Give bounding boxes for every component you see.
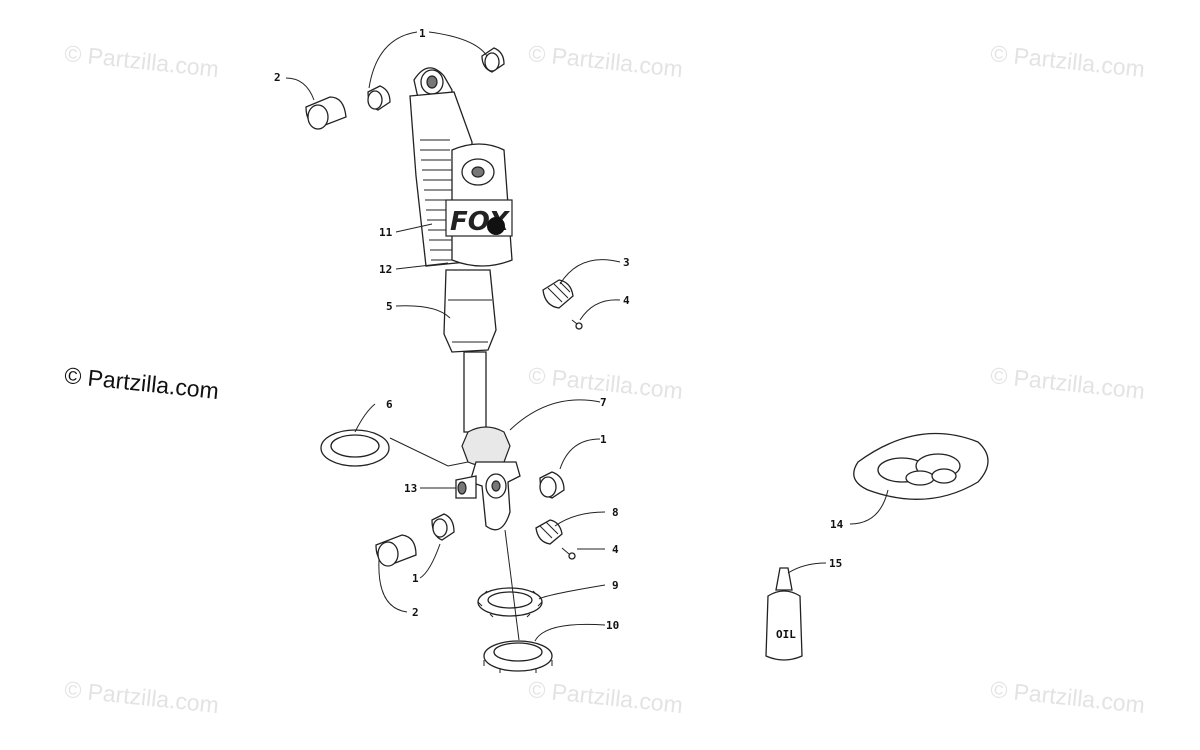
- callout-1: 1: [412, 572, 419, 585]
- adjuster-knob-upper: [542, 279, 574, 309]
- spacer-top-right: [481, 47, 505, 73]
- seal-kit-bag: [853, 432, 989, 500]
- callout-12: 12: [379, 263, 392, 276]
- shock-absorber: FOX: [409, 67, 521, 531]
- callout-14: 14: [830, 518, 844, 531]
- leader-lines: [285, 31, 889, 642]
- callouts: 1 2 11 12 5 3 4 6 7 1 13 8 4 1 2 9 10 14…: [274, 27, 844, 632]
- callout-9: 9: [612, 579, 619, 592]
- spring-collar-9: [477, 587, 543, 618]
- oil-bottle-label: OIL: [776, 628, 796, 641]
- callout-5: 5: [386, 300, 393, 313]
- callout-2: 2: [412, 606, 419, 619]
- callout-4: 4: [612, 543, 619, 556]
- callout-4: 4: [623, 294, 630, 307]
- callout-6: 6: [386, 398, 393, 411]
- callout-3: 3: [623, 256, 630, 269]
- clip-upper: [571, 319, 583, 330]
- callout-15: 15: [829, 557, 842, 570]
- bushing-top-left: [305, 96, 347, 130]
- clip-lower: [561, 547, 576, 560]
- callout-11: 11: [379, 226, 393, 239]
- callout-10: 10: [606, 619, 619, 632]
- spring-collar-10: [483, 640, 553, 673]
- spring-retainer: [320, 429, 390, 467]
- spacer-lower-right: [539, 471, 565, 499]
- spacer-lower-left: [431, 513, 455, 541]
- oil-bottle: OIL: [765, 567, 803, 661]
- bushing-lower-left: [375, 534, 417, 567]
- spacer-top-left: [367, 85, 391, 111]
- callout-2: 2: [274, 71, 281, 84]
- callout-8: 8: [612, 506, 619, 519]
- callout-7: 7: [600, 396, 607, 409]
- callout-13: 13: [404, 482, 417, 495]
- callout-1: 1: [600, 433, 607, 446]
- callout-1: 1: [419, 27, 426, 40]
